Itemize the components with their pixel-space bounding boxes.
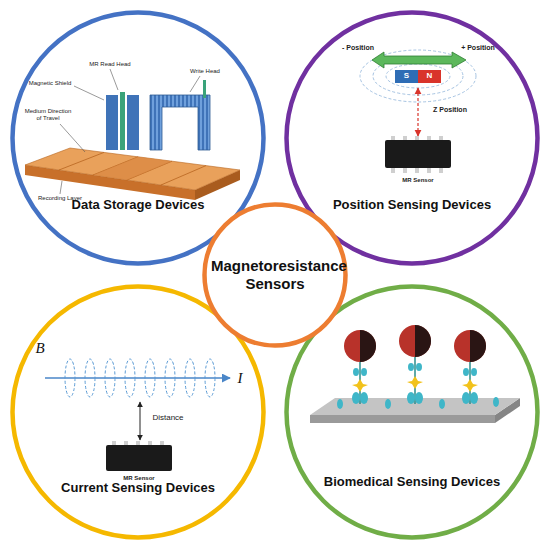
category-label: Current Sensing Devices xyxy=(61,480,215,496)
hub-circle: Magnetoresistance Sensors xyxy=(202,202,348,348)
category-label: Biomedical Sensing Devices xyxy=(324,474,500,490)
part-label: Medium Direction of Travel xyxy=(22,108,74,121)
bio-probes xyxy=(337,325,499,409)
symbol-label: B xyxy=(35,340,44,357)
distance-arrow xyxy=(140,402,141,440)
circle-shape xyxy=(13,287,264,538)
part-label: Magnetic Shield xyxy=(29,80,72,87)
position-arrow xyxy=(372,52,466,68)
part-label: MR Read Head xyxy=(89,61,130,68)
part-label: Distance xyxy=(152,414,183,423)
current-wire xyxy=(45,377,230,379)
category-label: Data Storage Devices xyxy=(72,197,205,213)
part-label: MR Sensor xyxy=(402,177,433,184)
part-label: Z Position xyxy=(433,106,467,114)
part-label: S xyxy=(404,72,409,81)
mr-sensor-chip xyxy=(385,136,451,173)
symbol-label: I xyxy=(238,370,243,387)
write-head xyxy=(150,80,210,150)
part-label: - Position xyxy=(342,44,374,52)
read-head xyxy=(106,92,139,150)
recording-medium xyxy=(25,148,240,200)
circle-shape xyxy=(205,205,346,346)
part-label: MR Sensor xyxy=(123,475,154,482)
category-label: Position Sensing Devices xyxy=(333,197,491,213)
part-label: N xyxy=(427,72,433,81)
part-label: Recording Layer xyxy=(38,195,82,202)
part-label: Write Head xyxy=(190,68,220,75)
z-arrow xyxy=(417,88,418,136)
hub-title: Magnetoresistance Sensors xyxy=(211,257,339,293)
field-loops xyxy=(65,359,215,397)
mr-sensor-chip xyxy=(106,441,172,471)
circle-shape xyxy=(287,287,538,538)
magnet xyxy=(395,70,441,83)
leader-lines xyxy=(60,69,200,194)
part-label: + Position xyxy=(461,44,495,52)
